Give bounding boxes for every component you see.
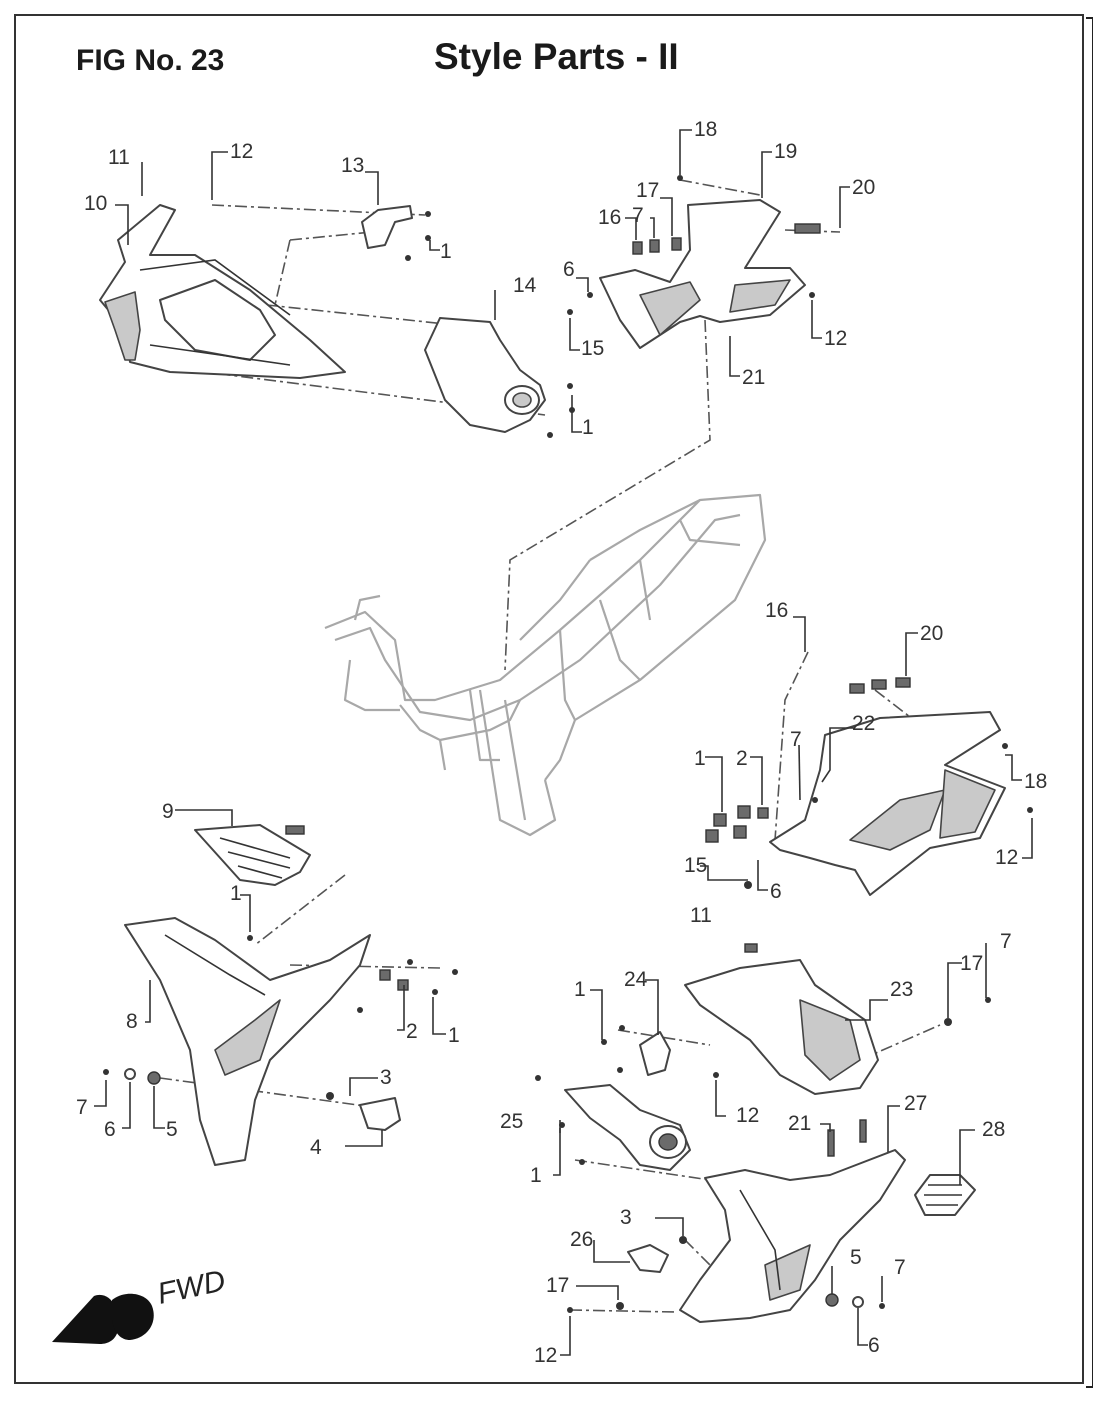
callout-7: 7 [632, 204, 644, 227]
callout-26: 26 [570, 1228, 593, 1251]
callout-6: 6 [104, 1118, 116, 1141]
callout-1: 1 [694, 747, 706, 770]
callout-10: 10 [84, 192, 107, 215]
part-14-headlight-housing [424, 317, 575, 438]
part-22-side-cover [705, 677, 1033, 896]
fwd-arrow-icon [52, 1294, 119, 1344]
callout-28: 28 [982, 1118, 1005, 1141]
callout-25: 25 [500, 1110, 523, 1133]
callout-6: 6 [868, 1334, 880, 1357]
callout-18: 18 [694, 118, 717, 141]
callout-1: 1 [440, 240, 452, 263]
callout-18: 18 [1024, 770, 1047, 793]
right-margin-tick-bottom [1086, 1386, 1093, 1388]
callout-20: 20 [920, 622, 943, 645]
callout-14: 14 [513, 274, 537, 297]
callout-1: 1 [230, 882, 242, 905]
callout-23: 23 [890, 978, 913, 1001]
callout-22: 22 [852, 712, 875, 735]
callout-13: 13 [341, 154, 364, 177]
callout-15: 15 [581, 337, 604, 360]
part-23-rear-cowl [684, 943, 991, 1095]
page-border [14, 14, 1084, 1384]
part-24-bracket [601, 1025, 719, 1078]
callout-19: 19 [774, 140, 797, 163]
callout-7: 7 [894, 1256, 906, 1279]
callout-11: 11 [108, 146, 130, 169]
callout-6: 6 [770, 880, 782, 903]
callout-12: 12 [736, 1104, 759, 1127]
callout-6: 6 [563, 258, 575, 281]
right-margin-tick-top [1086, 17, 1093, 19]
part-28-grille [914, 1174, 976, 1216]
callout-7: 7 [76, 1096, 88, 1119]
callout-3: 3 [380, 1066, 392, 1089]
callout-12: 12 [995, 846, 1018, 869]
callout-16: 16 [598, 206, 621, 229]
callout-15: 15 [684, 854, 707, 877]
callout-8: 8 [126, 1010, 138, 1033]
callout-20: 20 [852, 176, 875, 199]
callout-5: 5 [166, 1118, 178, 1141]
callout-12: 12 [534, 1344, 557, 1367]
part-19-rear-upper-cowl [567, 175, 821, 349]
callout-3: 3 [620, 1206, 632, 1229]
callout-7: 7 [790, 728, 802, 751]
callout-2: 2 [736, 747, 748, 770]
callout-17: 17 [636, 179, 659, 202]
callout-24: 24 [624, 968, 648, 991]
callout-27: 27 [904, 1092, 927, 1115]
callout-7: 7 [1000, 930, 1012, 953]
callout-1: 1 [448, 1024, 460, 1047]
fwd-label: FWD [155, 1264, 229, 1310]
callout-5: 5 [850, 1246, 862, 1269]
part-25-lamp-bracket [535, 1075, 691, 1171]
fwd-direction-indicator: FWD [52, 1264, 228, 1344]
callout-leaders [94, 129, 1033, 1356]
callout-12: 12 [230, 140, 253, 163]
callout-1: 1 [530, 1164, 542, 1187]
callout-17: 17 [960, 952, 983, 975]
part-8-lower-side-panel [124, 917, 458, 1166]
callout-4: 4 [310, 1136, 322, 1159]
callout-9: 9 [162, 800, 174, 823]
callout-labels: 11 10 12 13 1 14 1 18 19 20 17 16 7 6 15… [76, 118, 1047, 1367]
fwd-arrow-tail-icon [112, 1293, 154, 1340]
callout-1: 1 [574, 978, 586, 1001]
callout-12: 12 [824, 327, 847, 350]
left-hardware-parts [103, 1068, 401, 1131]
callout-21: 21 [788, 1112, 811, 1135]
part-13-bracket [361, 205, 431, 261]
chassis-frame [324, 493, 767, 837]
callout-2: 2 [406, 1020, 418, 1043]
callout-21: 21 [742, 366, 765, 389]
figure-number: FIG No. 23 [76, 44, 225, 77]
callout-16: 16 [765, 599, 788, 622]
part-27-lower-right-panel [679, 1119, 906, 1323]
figure-title: Style Parts - II [434, 36, 679, 77]
callout-1: 1 [582, 416, 594, 439]
part-9-vent-grille [194, 824, 311, 886]
callout-11: 11 [690, 904, 712, 927]
callout-17: 17 [546, 1274, 569, 1297]
part-10-front-cowl [99, 204, 346, 379]
right-margin-rule [1092, 18, 1093, 1388]
